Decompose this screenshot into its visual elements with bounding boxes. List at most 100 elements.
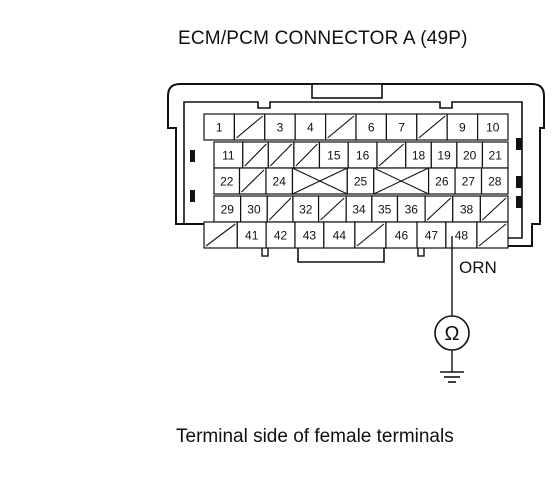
terminal-3: 3: [264, 113, 296, 141]
terminal-21: 21: [481, 141, 509, 169]
connector-title: ECM/PCM CONNECTOR A (49P): [178, 28, 468, 49]
wire-color-label: ORN: [459, 258, 497, 277]
terminal-number: 46: [395, 229, 409, 243]
terminal-number: 27: [462, 175, 476, 189]
terminal-empty: [325, 113, 357, 141]
terminal-number: 29: [221, 203, 235, 217]
side-tab-right-mid: [516, 176, 522, 188]
terminal-number: 38: [460, 203, 474, 217]
terminal-empty: [266, 195, 294, 223]
terminal-19: 19: [430, 141, 458, 169]
terminal-number: 34: [352, 203, 366, 217]
terminal-4: 4: [294, 113, 327, 141]
terminal-number: 42: [274, 229, 288, 243]
terminal-number: 44: [333, 229, 347, 243]
terminal-number: 3: [277, 121, 284, 135]
terminal-29: 29: [213, 195, 242, 223]
terminal-26: 26: [427, 167, 456, 195]
terminal-empty: [242, 141, 269, 169]
terminal-25: 25: [346, 167, 375, 195]
terminal-blocked: [373, 167, 430, 195]
terminal-47: 47: [416, 221, 447, 249]
terminal-number: 48: [455, 229, 469, 243]
connector-bottom-key: [297, 246, 385, 263]
terminal-empty: [238, 167, 267, 195]
terminal-number: 22: [220, 175, 234, 189]
terminal-28: 28: [480, 167, 509, 195]
terminal-20: 20: [456, 141, 484, 169]
terminal-36: 36: [396, 195, 426, 223]
side-tab-left-lower: [190, 190, 195, 202]
terminal-number: 32: [299, 203, 313, 217]
terminal-18: 18: [405, 141, 432, 169]
terminal-27: 27: [454, 167, 483, 195]
ground-icon: [440, 371, 464, 383]
terminal-15: 15: [318, 141, 349, 169]
terminal-38: 38: [452, 195, 481, 223]
terminal-11: 11: [213, 141, 244, 169]
terminal-number: 30: [247, 203, 261, 217]
side-tab-right-upper: [516, 138, 522, 150]
terminal-blocked: [291, 167, 348, 195]
terminal-44: 44: [323, 221, 356, 249]
terminal-number: 21: [489, 149, 503, 163]
terminal-number: 25: [354, 175, 368, 189]
terminal-43: 43: [294, 221, 325, 249]
side-tab-right-lower: [516, 196, 522, 208]
terminal-number: 6: [368, 121, 375, 135]
terminal-empty: [354, 221, 387, 249]
terminal-empty: [424, 195, 454, 223]
terminal-empty: [479, 195, 509, 223]
terminal-22: 22: [213, 167, 241, 195]
terminal-48: 48: [445, 221, 478, 249]
terminal-41: 41: [236, 221, 267, 249]
terminal-number: 4: [307, 121, 314, 135]
terminal-number: 28: [488, 175, 502, 189]
terminal-number: 43: [303, 229, 317, 243]
terminal-16: 16: [347, 141, 378, 169]
terminal-number: 35: [378, 203, 392, 217]
terminal-empty: [293, 141, 321, 169]
terminal-number: 24: [273, 175, 287, 189]
terminal-number: 26: [435, 175, 449, 189]
terminal-number: 15: [327, 149, 341, 163]
terminal-number: 20: [463, 149, 477, 163]
terminal-number: 19: [437, 149, 451, 163]
terminal-42: 42: [265, 221, 296, 249]
ohmmeter-icon: Ω: [434, 315, 470, 351]
terminal-10: 10: [477, 113, 509, 141]
terminal-empty: [203, 221, 238, 249]
terminal-empty: [317, 195, 347, 223]
side-tab-left-upper: [190, 150, 195, 162]
terminal-6: 6: [355, 113, 387, 141]
connector-latch: [311, 83, 383, 99]
terminal-1: 1: [203, 113, 235, 141]
terminal-number: 36: [405, 203, 419, 217]
terminal-46: 46: [385, 221, 418, 249]
terminal-empty: [267, 141, 295, 169]
terminal-number: 41: [245, 229, 259, 243]
terminal-number: 1: [216, 121, 223, 135]
terminal-24: 24: [265, 167, 294, 195]
terminal-number: 16: [356, 149, 370, 163]
terminal-empty: [233, 113, 266, 141]
ohm-symbol: Ω: [445, 323, 460, 345]
terminal-34: 34: [345, 195, 373, 223]
terminal-35: 35: [371, 195, 399, 223]
terminal-number: 47: [425, 229, 439, 243]
terminal-empty: [416, 113, 448, 141]
terminal-number: 7: [398, 121, 405, 135]
terminal-number: 18: [412, 149, 426, 163]
terminal-number: 10: [486, 121, 500, 135]
diagram-caption: Terminal side of female terminals: [176, 426, 454, 447]
terminal-30: 30: [240, 195, 268, 223]
terminal-9: 9: [446, 113, 479, 141]
terminal-number: 11: [222, 149, 235, 163]
terminal-32: 32: [292, 195, 320, 223]
terminal-number: 9: [459, 121, 466, 135]
terminal-7: 7: [385, 113, 418, 141]
terminal-empty: [376, 141, 407, 169]
terminal-empty: [476, 221, 509, 249]
